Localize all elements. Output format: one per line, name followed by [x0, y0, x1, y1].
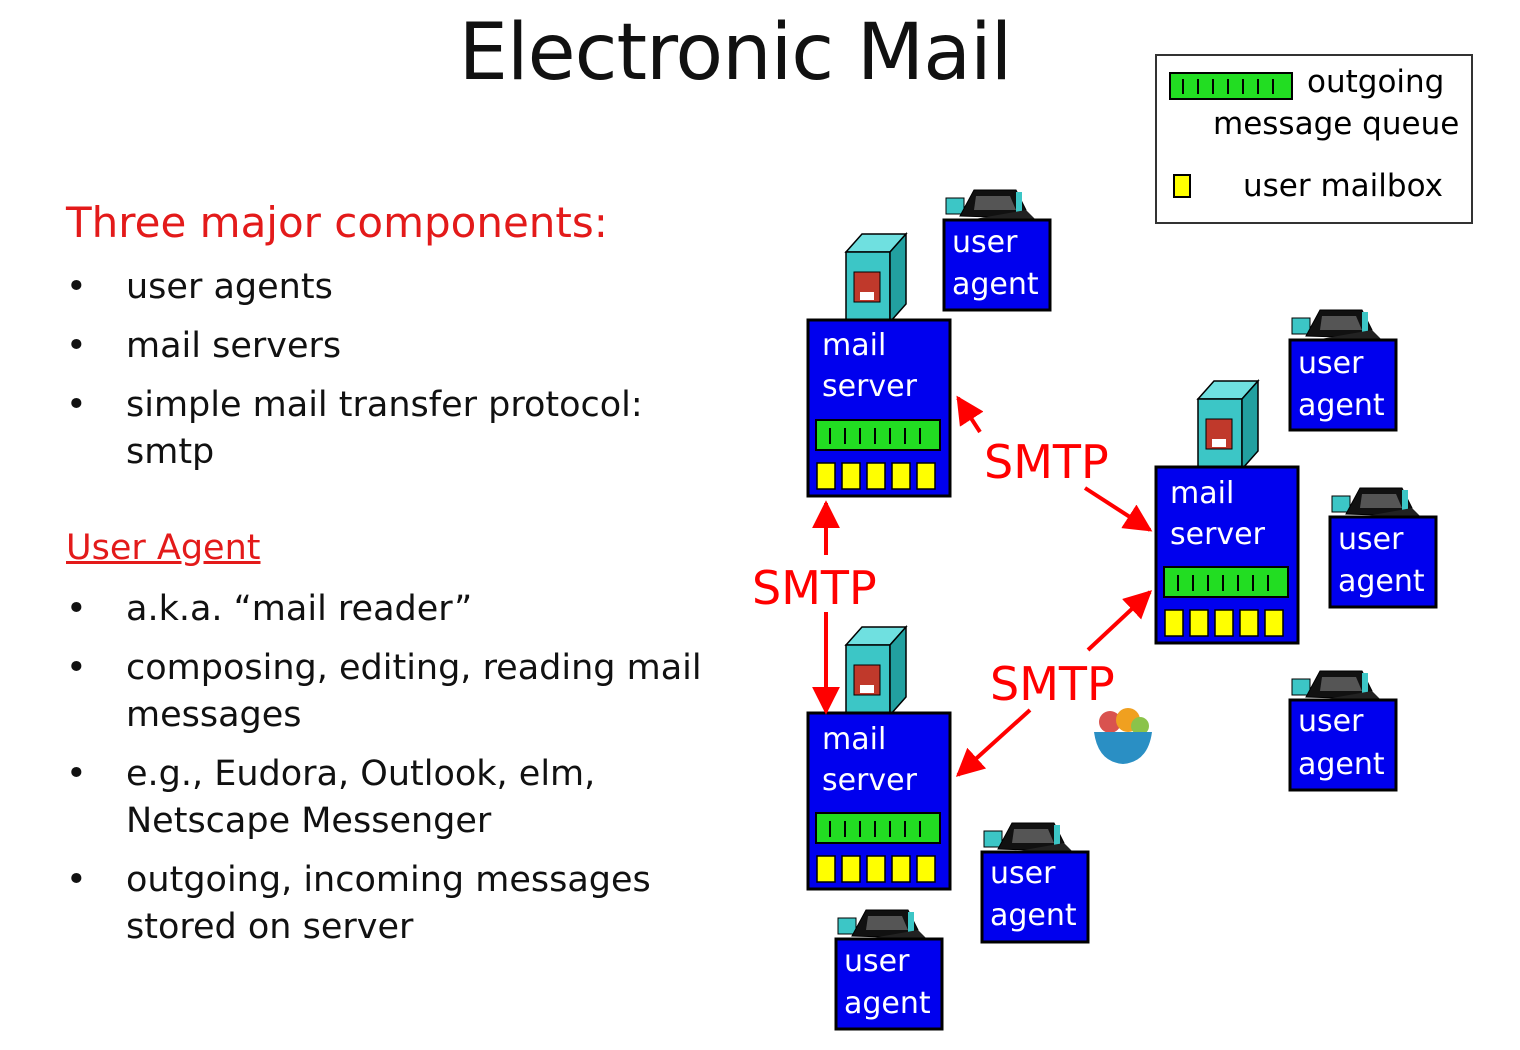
outgoing-queue [815, 812, 941, 844]
agent-label-line2: agent [952, 267, 1039, 302]
agent-label-line2: agent [1338, 564, 1425, 599]
agent-label-line1: user [1298, 704, 1364, 739]
agent-label-line1: user [952, 225, 1018, 260]
user-agent-heading: User Agent [66, 528, 261, 568]
agent-label-line2: agent [1298, 388, 1385, 423]
list-item: a.k.a. “mail reader” [66, 586, 746, 633]
smtp-arrow-top-right-b [1083, 486, 1153, 532]
smtp-arrow-top-right-a [956, 395, 984, 434]
list-item: mail servers [66, 323, 726, 370]
page-title: Electronic Mail [458, 8, 1013, 98]
list-item: outgoing, incoming messages stored on se… [66, 857, 746, 951]
user-agent-5: user agent [980, 822, 1090, 944]
agent-label-line1: user [990, 856, 1056, 891]
server-tower-icon [1197, 380, 1259, 470]
server-label-line2: server [822, 763, 918, 798]
server-label-line1: mail [1170, 476, 1234, 511]
server-tower-icon [845, 233, 907, 323]
smtp-label-middle: SMTP [752, 561, 877, 615]
list-item: user agents [66, 264, 726, 311]
user-agent-1: user agent [942, 189, 1052, 312]
mail-server-bottom: mail server [806, 626, 952, 891]
bowl-icon [1094, 708, 1152, 764]
agent-label-line2: agent [844, 986, 931, 1021]
outgoing-queue [1163, 566, 1289, 598]
legend: outgoing message queue user mailbox [1155, 54, 1473, 224]
server-tower-icon [845, 626, 907, 716]
list-item: e.g., Eudora, Outlook, elm, Netscape Mes… [66, 751, 746, 845]
smtp-arrows [812, 395, 1153, 777]
agent-label-line2: agent [1298, 747, 1385, 782]
agent-label-line1: user [1338, 522, 1404, 557]
mail-server-top: mail server [806, 233, 952, 498]
smtp-arrow-bottom-right-b [955, 708, 1032, 777]
user-mailboxes [816, 855, 936, 883]
smtp-arrow-bottom-right-a [1086, 590, 1153, 652]
agent-label-line1: user [844, 944, 910, 979]
server-label-line1: mail [822, 328, 886, 363]
smtp-label-top: SMTP [984, 435, 1109, 489]
server-label-line2: server [822, 369, 918, 404]
server-label-line1: mail [822, 722, 886, 757]
agent-label-line1: user [1298, 346, 1364, 381]
list-item: composing, editing, reading mail message… [66, 645, 746, 739]
user-agent-2: user agent [1288, 309, 1398, 432]
legend-mailbox-icon [1173, 174, 1191, 198]
mail-server-right: mail server [1154, 380, 1300, 645]
smtp-label-bottom: SMTP [990, 657, 1115, 711]
user-mailboxes [1164, 609, 1284, 637]
server-label-line2: server [1170, 517, 1266, 552]
legend-mailbox-label: user mailbox [1243, 168, 1443, 204]
agent-label-line2: agent [990, 898, 1077, 933]
legend-queue-icon [1169, 72, 1293, 100]
components-list: user agents mail servers simple mail tra… [66, 264, 726, 488]
user-agent-4: user agent [1288, 670, 1398, 792]
user-agent-6: user agent [834, 909, 944, 1031]
components-heading: Three major components: [66, 198, 608, 247]
user-mailboxes [816, 462, 936, 490]
user-agent-list: a.k.a. “mail reader” composing, editing,… [66, 586, 746, 963]
user-agent-3: user agent [1328, 487, 1438, 609]
legend-queue-label-1: outgoing [1307, 64, 1445, 100]
outgoing-queue [815, 419, 941, 451]
list-item: simple mail transfer protocol: smtp [66, 382, 726, 476]
legend-queue-label-2: message queue [1213, 106, 1460, 142]
